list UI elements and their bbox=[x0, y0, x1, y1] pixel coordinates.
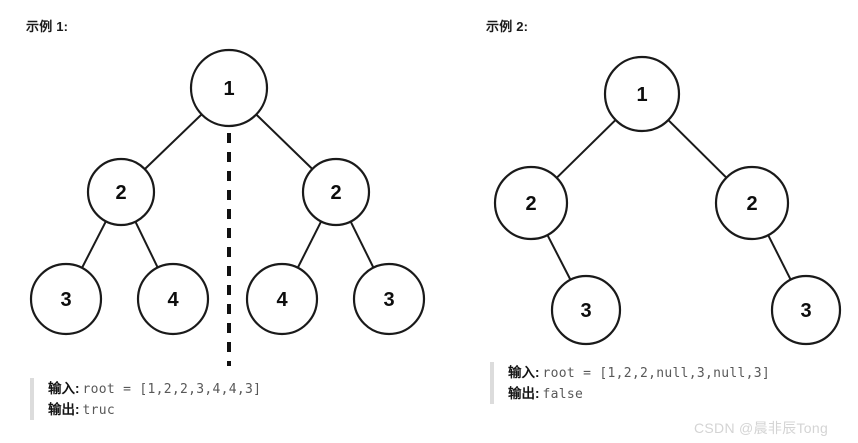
tree-node-label: 3 bbox=[383, 289, 394, 311]
tree-node-label: 2 bbox=[115, 182, 126, 204]
tree-node-circle bbox=[603, 55, 681, 133]
tree-node: 3 bbox=[29, 262, 103, 336]
tree-edge bbox=[81, 220, 107, 269]
output-value: false bbox=[542, 387, 584, 402]
tree-node-label: 4 bbox=[276, 289, 288, 311]
tree-node: 2 bbox=[301, 157, 371, 227]
tree-node-circle bbox=[136, 262, 210, 336]
tree-node-circle bbox=[714, 165, 790, 241]
tree-edge bbox=[767, 234, 792, 281]
tree-nodes-example-2: 1 2 2 3 3 bbox=[493, 55, 842, 346]
example-2-io-block: 输入:root = [1,2,2,null,3,null,3] 输出:false bbox=[490, 362, 770, 404]
example-1-output-row: 输出:truc bbox=[48, 399, 261, 420]
tree-node: 2 bbox=[493, 165, 569, 241]
tree-edge bbox=[255, 113, 314, 170]
tree-node-label: 3 bbox=[580, 300, 591, 322]
tree-node: 3 bbox=[352, 262, 426, 336]
tree-node: 4 bbox=[245, 262, 319, 336]
tree-edge bbox=[296, 221, 323, 269]
tree-node-label: 4 bbox=[167, 289, 179, 311]
output-label: 输出: bbox=[48, 402, 80, 417]
tree-node-label: 3 bbox=[800, 300, 811, 322]
tree-node: 2 bbox=[714, 165, 790, 241]
example-2-title: 示例 2: bbox=[486, 19, 529, 34]
tree-node: 1 bbox=[603, 55, 681, 133]
tree-node-circle bbox=[86, 157, 156, 227]
tree-node-label: 1 bbox=[636, 84, 647, 106]
tree-node-label: 3 bbox=[60, 289, 71, 311]
tree-node-circle bbox=[550, 274, 622, 346]
tree-node-circle bbox=[301, 157, 371, 227]
tree-edge bbox=[667, 119, 728, 179]
input-label: 输入: bbox=[508, 365, 540, 380]
tree-node: 3 bbox=[770, 274, 842, 346]
tree-edges-example-2 bbox=[546, 119, 792, 281]
tree-node: 3 bbox=[550, 274, 622, 346]
tree-node-circle bbox=[493, 165, 569, 241]
tree-edge bbox=[546, 234, 572, 281]
tree-node-label: 2 bbox=[525, 193, 536, 215]
tree-node: 2 bbox=[86, 157, 156, 227]
tree-edges-example-1 bbox=[81, 113, 375, 269]
tree-node-circle bbox=[245, 262, 319, 336]
tree-edge bbox=[555, 119, 617, 179]
input-label: 输入: bbox=[48, 381, 80, 396]
tree-node: 1 bbox=[189, 48, 269, 128]
tree-edge bbox=[134, 221, 159, 268]
example-1-io-block: 输入:root = [1,2,2,3,4,4,3] 输出:truc bbox=[30, 378, 261, 420]
tree-node-label: 1 bbox=[223, 78, 234, 100]
tree-node-circle bbox=[770, 274, 842, 346]
tree-node-label: 2 bbox=[746, 193, 757, 215]
example-2-output-row: 输出:false bbox=[508, 383, 770, 404]
tree-node: 4 bbox=[136, 262, 210, 336]
tree-nodes-example-1: 1 2 2 3 4 4 3 bbox=[29, 48, 426, 336]
csdn-watermark: CSDN @晨非辰Tong bbox=[694, 420, 829, 436]
output-label: 输出: bbox=[508, 386, 540, 401]
tree-node-circle bbox=[352, 262, 426, 336]
input-value: root = [1,2,2,3,4,4,3] bbox=[82, 382, 262, 397]
tree-edge bbox=[349, 221, 375, 269]
tree-edge bbox=[144, 113, 203, 170]
tree-node-label: 2 bbox=[330, 182, 341, 204]
tree-node-circle bbox=[29, 262, 103, 336]
example-1-title: 示例 1: bbox=[26, 19, 69, 34]
output-value: truc bbox=[82, 403, 116, 418]
input-value: root = [1,2,2,null,3,null,3] bbox=[542, 366, 771, 381]
tree-node-circle bbox=[189, 48, 269, 128]
example-2-input-row: 输入:root = [1,2,2,null,3,null,3] bbox=[508, 362, 770, 383]
example-1-input-row: 输入:root = [1,2,2,3,4,4,3] bbox=[48, 378, 261, 399]
